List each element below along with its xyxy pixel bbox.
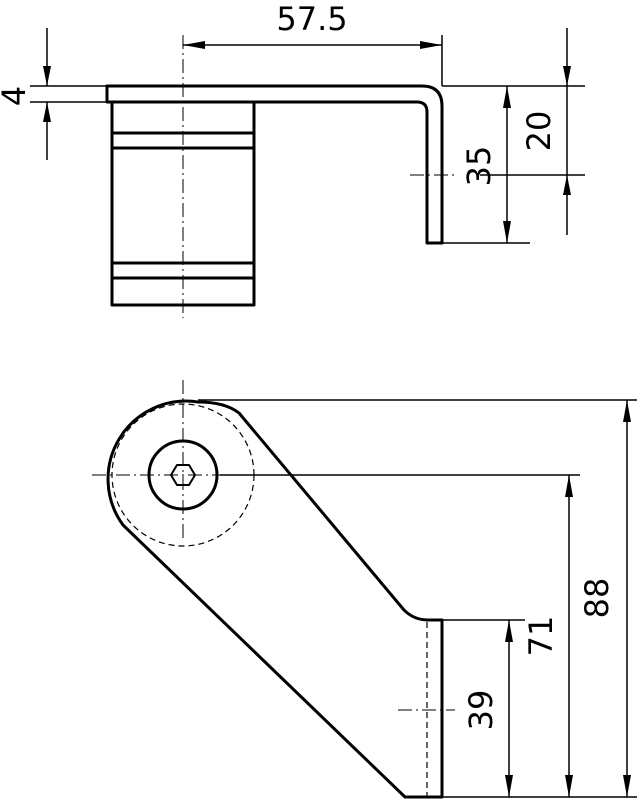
dim-4-label: 4: [0, 86, 33, 106]
dim-39-arrow-bottom: [505, 775, 513, 797]
dim-20-label: 20: [520, 111, 558, 152]
dim-4-arrow-bottom: [43, 102, 51, 122]
front-view: 88 71 39: [92, 380, 637, 799]
dim-35-arrow-top: [503, 86, 511, 108]
dim-57-5-label: 57.5: [276, 0, 347, 38]
dim-39-label: 39: [462, 690, 500, 731]
dim-39-arrow-top: [505, 620, 513, 642]
dim-88-arrow-bottom: [623, 775, 631, 797]
top-view: 57.5 4 35 20: [0, 0, 585, 318]
dim-88-label: 88: [578, 578, 616, 619]
dim-35-arrow-bottom: [503, 221, 511, 243]
dim-20-arrow-bottom: [563, 175, 571, 195]
dim-57-5-arrow-left: [183, 41, 205, 49]
top-view-bracket-outline: [105, 84, 444, 245]
dim-71-label: 71: [522, 616, 560, 657]
dim-4-arrow-top: [43, 66, 51, 86]
dim-57-5-arrow-right: [420, 41, 442, 49]
dim-71-arrow-bottom: [565, 775, 573, 797]
dim-35-label: 35: [460, 146, 498, 187]
dim-20-arrow-top: [563, 66, 571, 86]
front-view-arm-outline: [106, 399, 444, 799]
dim-71-arrow-top: [565, 475, 573, 497]
dim-88-arrow-top: [623, 400, 631, 422]
